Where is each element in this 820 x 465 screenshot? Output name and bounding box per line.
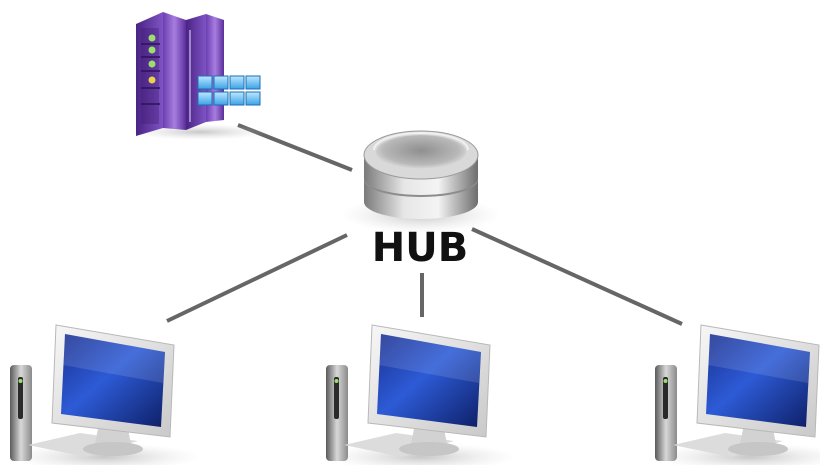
desktop-computer-icon (654, 324, 820, 465)
link-hub-computer-3 (471, 227, 683, 326)
desktop-computer-icon (325, 324, 517, 465)
hub-label: HUB (372, 225, 468, 271)
link-hub-computer-1 (166, 233, 348, 323)
desktop-computer-icon (9, 324, 201, 465)
server-rack-icon (130, 12, 270, 140)
hub-disk-icon (341, 130, 501, 233)
